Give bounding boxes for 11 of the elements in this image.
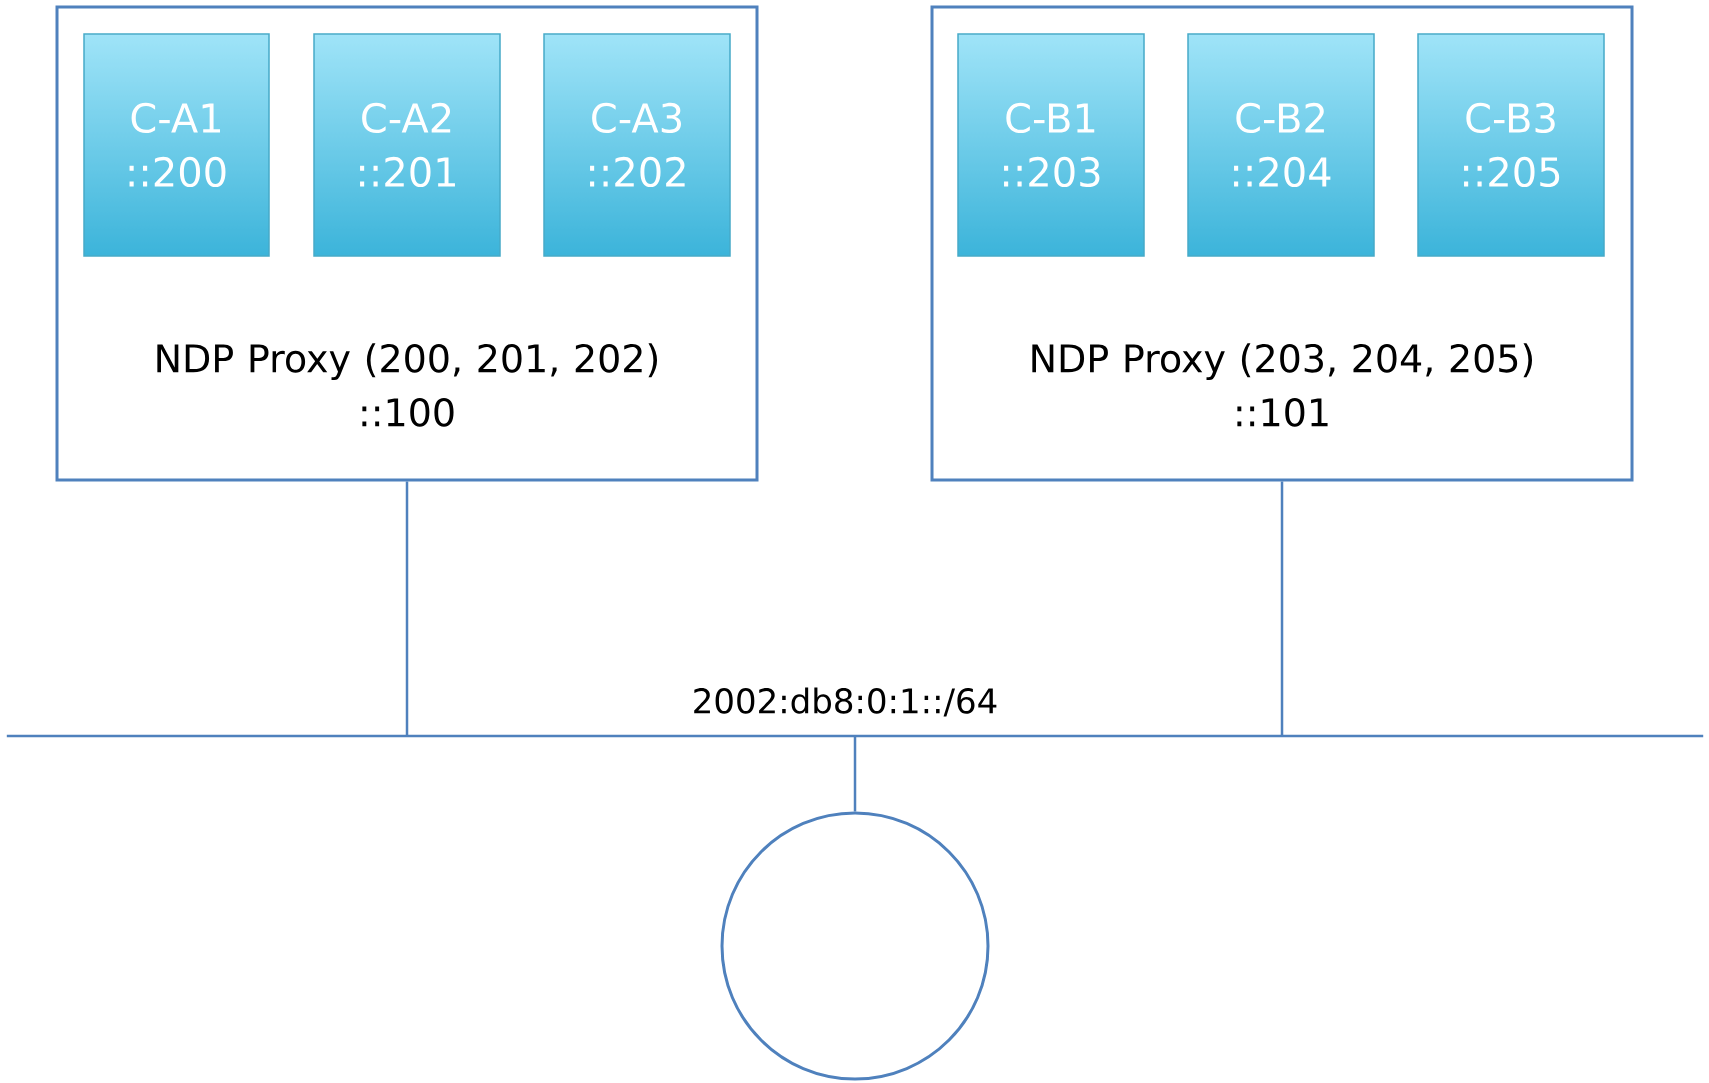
host-circle — [720, 811, 990, 1081]
connector-line — [405, 481, 409, 736]
container-box: C-A1 ::200 — [83, 33, 270, 257]
container-box: C-A3 ::202 — [543, 33, 731, 257]
container-box: C-B2 ::204 — [1187, 33, 1375, 257]
network-bus: 2002:db8:0:1::/64 — [6, 687, 1704, 738]
container-box: C-B1 ::203 — [957, 33, 1145, 257]
connector-line — [853, 736, 857, 812]
container-box: C-A2 ::201 — [313, 33, 501, 257]
connector-line — [1280, 481, 1284, 736]
container-box: C-B3 ::205 — [1417, 33, 1605, 257]
